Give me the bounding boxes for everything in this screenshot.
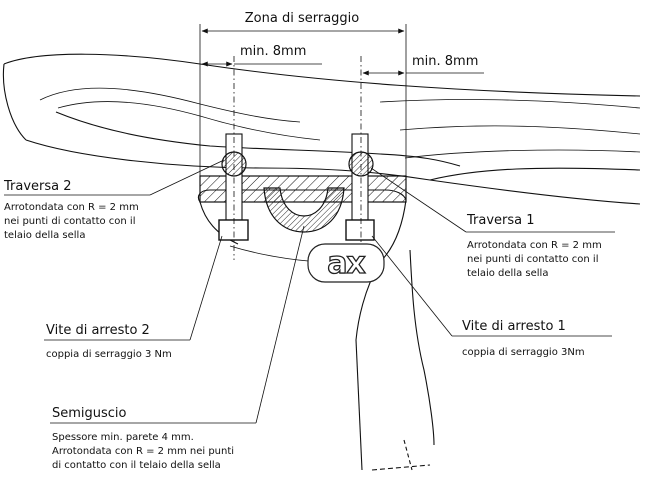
callout-vite-2: Vite di arresto 2 coppia di serraggio 3 … [44, 235, 223, 360]
dimension-min-right: min. 8mm [362, 54, 484, 76]
logo-text: ax [327, 246, 365, 281]
callout-semiguscio: Semiguscio Spessore min. parete 4 mm. Ar… [50, 225, 305, 471]
semiguscio-title: Semiguscio [52, 406, 127, 421]
traversa-2-line-2: nei punti di contatto con il [4, 216, 135, 227]
traversa-1-line-3: telaio della sella [467, 268, 548, 279]
traversa-1-title: Traversa 1 [466, 213, 535, 228]
callout-traversa-2: Traversa 2 Arrotondata con R = 2 mm nei … [3, 159, 225, 241]
callout-traversa-1: Traversa 1 Arrotondata con R = 2 mm nei … [370, 167, 615, 279]
traversa-2-line-1: Arrotondata con R = 2 mm [4, 202, 139, 213]
semiguscio-line-2: Arrotondata con R = 2 mm nei punti [52, 446, 234, 457]
min-left-label: min. 8mm [240, 44, 306, 59]
vite-1-line-1: coppia di serraggio 3Nm [462, 347, 585, 358]
traversa-1-line-1: Arrotondata con R = 2 mm [467, 240, 602, 251]
traversa-1-line-2: nei punti di contatto con il [467, 254, 598, 265]
vite-2-line-1: coppia di serraggio 3 Nm [46, 349, 172, 360]
dimension-clamp-zone: Zona di serraggio [199, 11, 407, 176]
half-shell [263, 187, 345, 233]
min-right-label: min. 8mm [412, 54, 478, 69]
vite-1-title: Vite di arresto 1 [462, 319, 566, 334]
clamp-zone-label: Zona di serraggio [245, 11, 360, 26]
ax-logo: ax [307, 243, 385, 283]
vite-2-title: Vite di arresto 2 [46, 323, 150, 338]
semiguscio-line-1: Spessore min. parete 4 mm. [52, 432, 194, 443]
semiguscio-line-3: di contatto con il telaio della sella [52, 460, 221, 471]
callout-vite-1: Vite di arresto 1 coppia di serraggio 3N… [371, 235, 612, 358]
traversa-2-line-3: telaio della sella [4, 230, 85, 241]
traversa-2-title: Traversa 2 [3, 179, 72, 194]
dimension-min-left: min. 8mm [201, 44, 322, 67]
